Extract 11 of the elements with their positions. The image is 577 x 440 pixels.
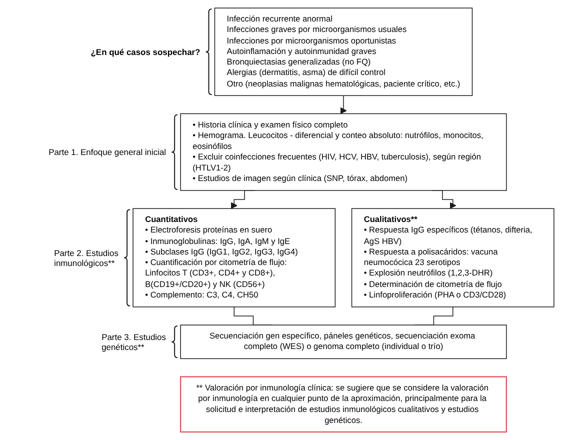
node-box: ** Valoración por inmunología clínica: se sugiere que se considere la valoración por inmunología en cualquier punto de la aproximación, principalmente para la solicitud e interpretación de estudios inmunológicos cualitativos y estudios genéticos.: [180, 376, 507, 433]
node-box: Cualitativos** • Respuesta IgG específicos (tétanos, difteria, AgS HBV) • Respuesta a polisacáridos: vacuna neumocócica 23 serotipos • Explosión neutrófilos (1,2,3-DHR) • Determinación de citometría de flujo • Linfoproliferación (PHA o CD3/CD28): [351, 208, 554, 308]
node-box: Secuenciación gen específico, páneles genéticos, secuenciación exoma completo (WES) o genoma completo (individual o trío): [180, 324, 507, 360]
side-label: Parte 2. Estudios inmunológicos**: [54, 248, 120, 268]
arrow: [340, 95, 347, 114]
node-box: Cuantitativos • Electroforesis proteínas en suero • Inmunoglobulinas: IgG, IgA, IgM y IgE • Subclases IgG (IgG1, IgG2, IgG3, IgG4) • Cuantificación por citometría de flujo: Linfocitos T (CD3+, CD4+ y CD8+), B(CD19+/CD20+) y NK (CD56+) • Complemento: C3, C4, CH50: [132, 208, 336, 308]
side-label: Parte 3. Estudios genéticos**: [102, 332, 167, 352]
side-label: Parte 1. Enfoque general inicial: [48, 147, 168, 158]
side-label: ¿En qué casos sospechar?: [90, 46, 202, 57]
node-box: Infección recurrente anormal Infecciones graves por microorganismos usuales Infecciones por microorganismos oportunistas Autoinflamación y autoinmunidad graves Bronquiectasias generalizadas (no FQ) Alergias (dermatitis, asma) de difícil control Otro (neoplasias malignas hematológicas, paciente crítico, etc.): [214, 8, 473, 96]
node-box: • Historia clínica y examen físico completo • Hemograma. Leucocitos - diferencial y conteo absoluto: nutrófilos, monocitos, eosinófilos • Excluir coinfecciones frecuentes (HIV, HCV, HBV, tuberculosis), según región (HTLV1-2) • Estudios de imagen según clínica (SNP, tórax, abdomen): [180, 113, 507, 191]
